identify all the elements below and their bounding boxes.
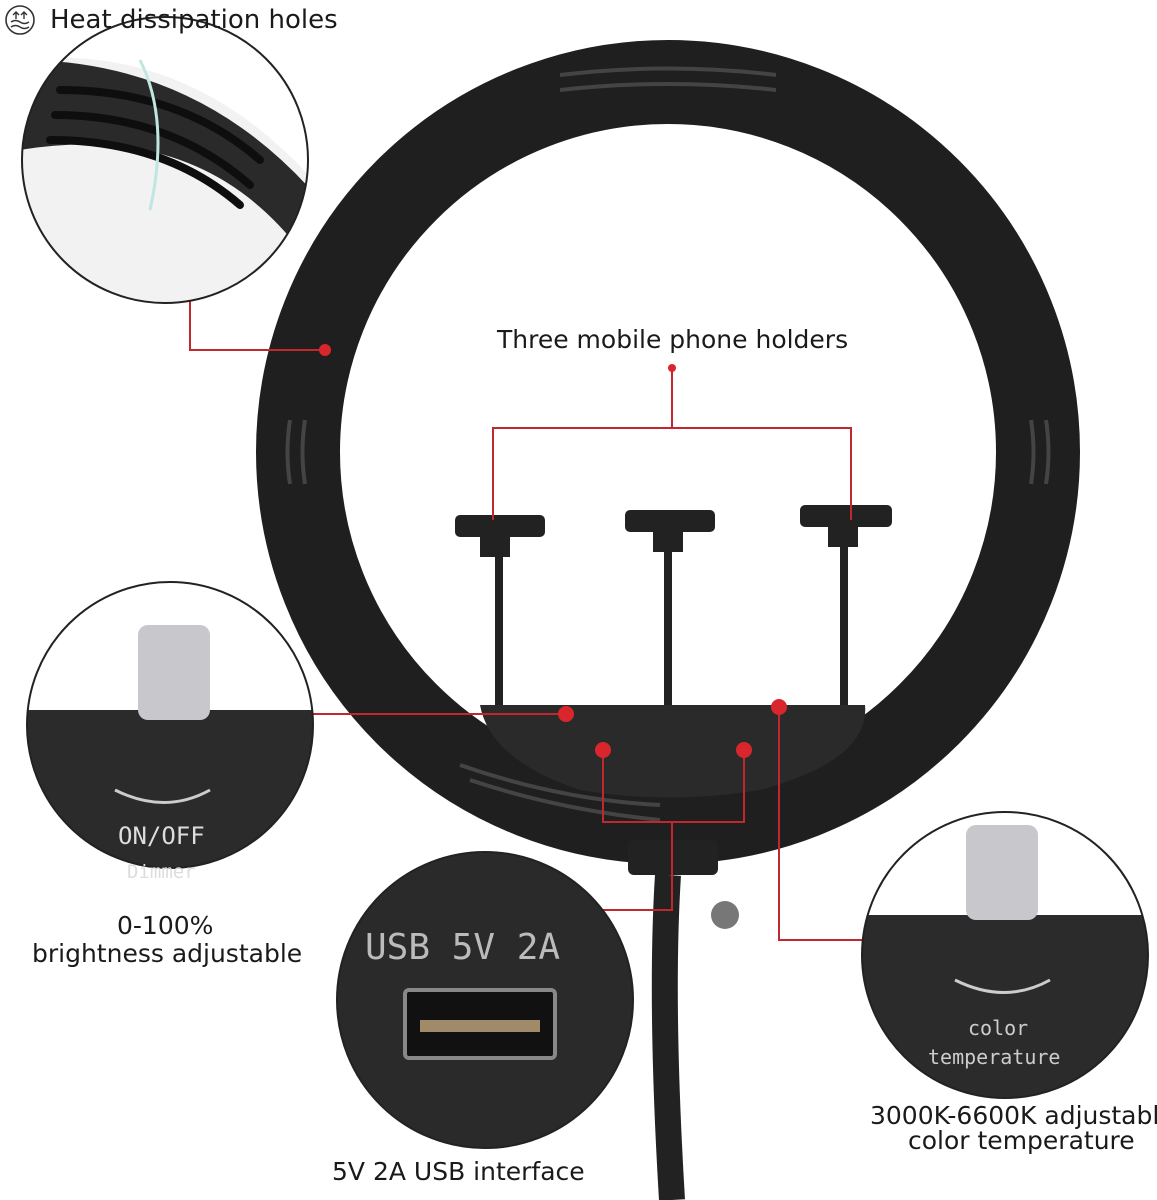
color-text: color (968, 1016, 1029, 1040)
control-panel (480, 705, 866, 798)
color-knob-icon (966, 825, 1038, 920)
color-temp-label-2: color temperature (908, 1126, 1135, 1155)
vents-detail (22, 17, 308, 303)
temperature-text: temperature (928, 1045, 1061, 1069)
usb-detail (337, 852, 633, 1148)
callout-lines (189, 300, 880, 941)
usb-port-text: USB 5V 2A (365, 927, 561, 968)
callout-dots (319, 344, 787, 758)
phone-holders (455, 505, 892, 705)
dimmer-onoff-text: ON/OFF (118, 822, 205, 850)
brightness-label-1: 0-100% (117, 911, 214, 940)
phone-holders-label: Three mobile phone holders (497, 325, 849, 354)
vent-slots (285, 66, 1051, 822)
color-temp-label-1: 3000K-6600K adjustable (870, 1101, 1157, 1130)
header-title: Heat dissipation holes (50, 5, 338, 35)
gooseneck (651, 874, 685, 1200)
heat-wave-icon (5, 5, 35, 35)
usb-label: 5V 2A USB interface (332, 1157, 585, 1186)
dimmer-knob-icon (138, 625, 210, 720)
dimmer-text: Dimmer (127, 861, 196, 883)
brightness-label-2: brightness adjustable (32, 939, 303, 968)
